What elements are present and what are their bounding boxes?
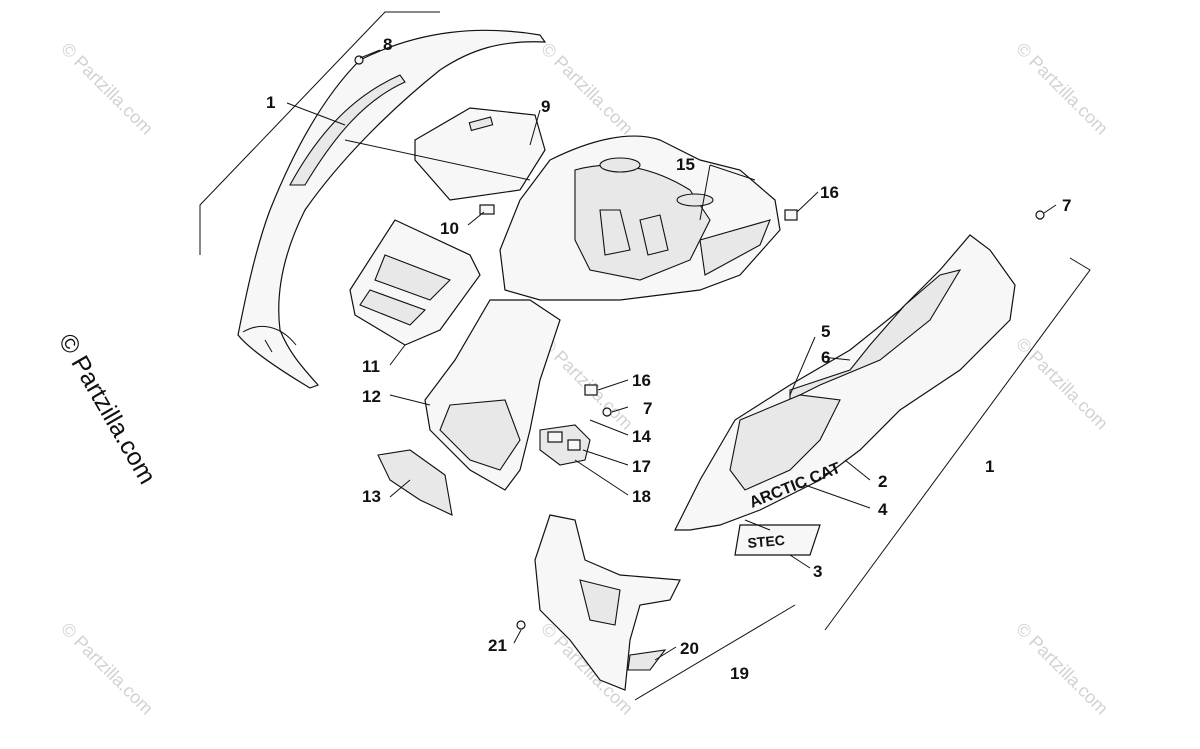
watermark-tile: © Partzilla.com (1012, 334, 1112, 434)
part-10-clip (479, 204, 495, 215)
callout-5: 5 (821, 322, 830, 341)
part-16-clip-lower (584, 384, 598, 396)
callout-10: 10 (440, 219, 459, 238)
callout-11: 11 (362, 357, 380, 376)
part-17-18-bracket (539, 424, 591, 466)
hardware (354, 55, 1045, 630)
callout-8: 8 (383, 35, 392, 54)
callout-7-lower: 7 (643, 399, 652, 418)
part-3-decal: STEC (734, 524, 821, 556)
callout-21: 21 (488, 636, 507, 655)
callout-7-upper: 7 (1062, 196, 1071, 215)
part-20-decal (627, 649, 667, 671)
callout-20: 20 (680, 639, 699, 658)
callout-2: 2 (878, 472, 887, 491)
callout-9: 9 (541, 97, 550, 116)
callout-15: 15 (676, 155, 695, 174)
model-decal: STEC (747, 532, 786, 551)
callout-18: 18 (632, 487, 651, 506)
callouts: 1 8 9 10 11 12 13 15 16 7 16 7 14 17 18 … (266, 35, 1071, 683)
callout-17: 17 (632, 457, 651, 476)
watermark-tile: © Partzilla.com (1012, 39, 1112, 139)
callout-16-lower: 16 (632, 371, 651, 390)
watermark-tile: © Partzilla.com (537, 334, 637, 434)
part-19-lower-bracket (534, 514, 681, 691)
part-21-screw (516, 620, 526, 630)
part-7-screw-lower (602, 407, 612, 417)
part-13-grille (377, 449, 453, 516)
part-2-right-panel: ARCTIC CAT (674, 234, 1016, 531)
part-7-screw-upper (1035, 210, 1045, 220)
callout-12: 12 (362, 387, 381, 406)
callout-14: 14 (632, 427, 651, 446)
callout-1-left: 1 (266, 93, 275, 112)
callout-16-upper: 16 (820, 183, 839, 202)
group-bracket-1a (199, 11, 440, 255)
part-hood-upper (499, 135, 781, 301)
part-1-left-panel (237, 29, 547, 389)
group-bracket-19 (634, 604, 796, 701)
watermark-tile: © Partzilla.com (57, 39, 157, 139)
watermark-tile: © Partzilla.com (57, 619, 157, 719)
side-watermark: © Partzilla.com (53, 329, 161, 489)
callout-6: 6 (821, 348, 830, 367)
callout-13: 13 (362, 487, 381, 506)
leader-lines (286, 49, 1057, 661)
watermark-tile: © Partzilla.com (1012, 619, 1112, 719)
part-9-plate (414, 107, 546, 201)
group-bracket-1b (824, 257, 1091, 631)
part-12-nose (424, 299, 561, 491)
callout-19: 19 (730, 664, 749, 683)
callout-1-right: 1 (985, 457, 994, 476)
callout-4: 4 (878, 500, 888, 519)
part-11-vent (349, 219, 481, 346)
watermark-tile: © Partzilla.com (537, 39, 637, 139)
callout-3: 3 (813, 562, 822, 581)
part-16-clip-upper (784, 209, 798, 221)
